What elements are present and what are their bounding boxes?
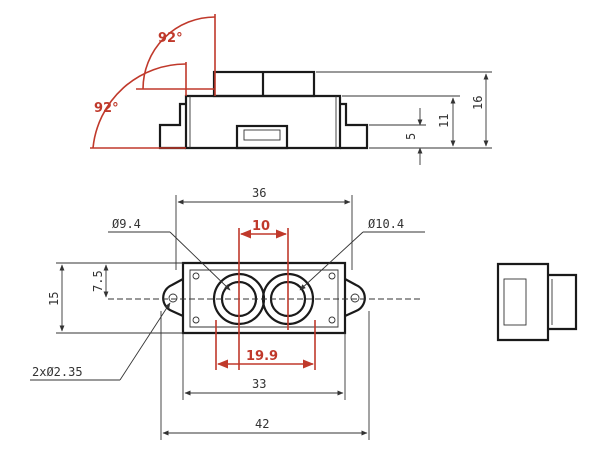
height-dimensions: 16 11 5 [316,71,492,165]
angle-arc-bottom [92,63,187,149]
angle-arc-top [142,16,216,90]
dim-7-5-label: 7.5 [91,270,105,292]
dim-36: 36 [175,186,353,270]
right-side-view [496,262,578,342]
dim-10-label: 10 [252,219,270,234]
dim-33: 33 [182,333,346,400]
angle-annotations: 92° 92° [90,14,216,149]
dim-36-label: 36 [252,186,266,200]
left-height-dimensions: 15 7.5 [47,262,183,334]
dim-16-label: 16 [471,96,485,110]
side-view-left-flange [158,102,186,150]
front-view-left-tab [162,278,184,318]
side-view-connector-slot [243,129,281,141]
angle-label-bottom: 92° [94,101,119,116]
dim-42-label: 42 [255,417,269,431]
holes-label: 2xØ2.35 [32,365,83,379]
side-view-connector [235,124,289,150]
side-view [158,70,369,150]
dim-33-label: 33 [252,377,266,391]
diameter-10-4-label: Ø10.4 [368,217,404,231]
side-view-right-flange [340,102,369,150]
right-view-body [496,262,550,342]
dim-15-label: 15 [47,292,61,306]
angle-label-top: 92° [158,31,183,46]
diameter-9-4-label: Ø9.4 [112,217,141,231]
dim-42: 42 [160,311,370,440]
dim-5-label: 5 [404,133,418,140]
right-view-connector [503,278,527,326]
front-view-right-tab [344,278,366,318]
red-dimensions: 10 19.9 [215,219,316,370]
mount-hole-right [350,293,360,303]
dim-11-label: 11 [437,114,451,128]
right-view-lens [548,273,578,331]
front-view [108,261,420,335]
mount-hole-left [168,293,178,303]
leaders: Ø9.4 Ø10.4 2xØ2.35 [30,217,425,381]
dim-19-9-label: 19.9 [246,349,278,364]
